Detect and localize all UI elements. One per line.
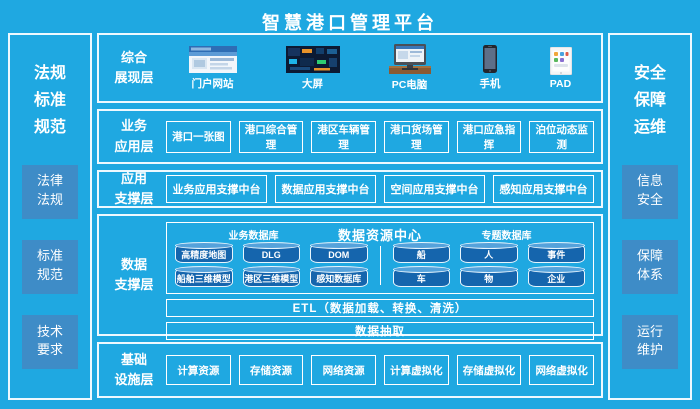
device-tablet: PAD bbox=[549, 46, 572, 90]
database-cylinder-dlg: DLG bbox=[242, 242, 300, 263]
layer-data-label: 数据 支撑层 bbox=[114, 256, 154, 292]
database-cylinder-sensing-db: 感知数据库 bbox=[310, 266, 368, 287]
database-cylinder-ship: 船 bbox=[392, 242, 450, 263]
left-panel-items: 法律 法规 标准 规范 技术 要求 bbox=[10, 141, 90, 398]
database-cylinder-event: 事件 bbox=[527, 242, 585, 263]
database-group-divider bbox=[379, 246, 381, 285]
application-item-business-platform: 业务应用支撑中台 bbox=[166, 175, 267, 203]
cylinder-label: 物 bbox=[484, 274, 494, 284]
topic-database-group: 船 人 事件 车 物 企业 bbox=[392, 242, 585, 287]
device-smartphone: 手机 bbox=[480, 45, 501, 91]
layer-presentation: 综合 展现层 bbox=[97, 33, 603, 103]
database-cylinder-dom: DOM bbox=[310, 242, 368, 263]
pc-computer-image bbox=[388, 44, 431, 74]
left-panel-item-laws: 法律 法规 bbox=[22, 165, 78, 220]
layer-application-support: 应用 支撑层 业务应用支撑中台 数据应用支撑中台 空间应用支撑中台 感知应用支撑… bbox=[97, 170, 603, 208]
right-panel-security-ops: 安全 保障 运维 信息 安全 保障 体系 运行 维护 bbox=[608, 33, 692, 400]
tablet-image bbox=[549, 46, 572, 75]
right-panel-item-operation-maintenance: 运行 维护 bbox=[622, 315, 678, 370]
cylinder-label: DLG bbox=[261, 250, 281, 260]
database-cylinder-port-3d-model: 港区三维模型 bbox=[242, 266, 300, 287]
left-panel-item-standards: 标准 规范 bbox=[22, 240, 78, 295]
cylinder-label: 人 bbox=[484, 250, 494, 260]
device-portal-website: 门户网站 bbox=[188, 45, 237, 91]
cylinder-label: DOM bbox=[328, 250, 350, 260]
left-panel-regulations: 法规 标准 规范 法律 法规 标准 规范 技术 要求 bbox=[8, 33, 92, 400]
layer-infrastructure: 基础 设施层 计算资源 存储资源 网络资源 计算虚拟化 存储虚拟化 网络虚拟化 bbox=[97, 342, 603, 398]
application-item-sensing-platform: 感知应用支撑中台 bbox=[493, 175, 594, 203]
layer-presentation-label: 综合 展现层 bbox=[114, 49, 154, 85]
device-pc-computer-label: PC电脑 bbox=[391, 79, 428, 91]
application-item-data-platform: 数据应用支撑中台 bbox=[275, 175, 376, 203]
application-item-spatial-platform: 空间应用支撑中台 bbox=[384, 175, 485, 203]
cylinder-label: 船舶三维模型 bbox=[176, 274, 231, 284]
device-big-screen: 大屏 bbox=[285, 45, 340, 91]
database-grid: 高精度地图 DLG DOM 船舶三维模型 港区三维模型 感知数据库 船 人 bbox=[175, 242, 585, 287]
database-cylinder-enterprise: 企业 bbox=[527, 266, 585, 287]
device-portal-website-label: 门户网站 bbox=[191, 77, 234, 90]
diagram-body: 法规 标准 规范 法律 法规 标准 规范 技术 要求 综合 展现层 bbox=[8, 33, 692, 400]
infrastructure-items: 计算资源 存储资源 网络资源 计算虚拟化 存储虚拟化 网络虚拟化 bbox=[162, 355, 595, 385]
device-big-screen-label: 大屏 bbox=[302, 77, 323, 90]
business-item-port-map: 港口一张图 bbox=[166, 120, 231, 153]
cylinder-label: 企业 bbox=[547, 274, 566, 284]
device-pc-computer: PC电脑 bbox=[388, 44, 431, 92]
right-panel-item-support-system: 保障 体系 bbox=[622, 240, 678, 295]
infrastructure-item-storage-virtualization: 存储虚拟化 bbox=[456, 355, 522, 385]
left-panel-title: 法规 标准 规范 bbox=[33, 63, 66, 137]
business-db-title: 业务数据库 bbox=[228, 231, 279, 242]
cylinder-label: 船 bbox=[416, 250, 426, 260]
infrastructure-item-network-virtualization: 网络虚拟化 bbox=[529, 355, 595, 385]
database-group-titles: 业务数据库 数据资源中心 专题数据库 bbox=[175, 225, 585, 244]
big-screen-image bbox=[285, 45, 340, 73]
infrastructure-item-compute: 计算资源 bbox=[166, 355, 231, 385]
business-items: 港口一张图 港口综合管理 港区车辆管理 港口货场管理 港口应急指挥 泊位动态监测 bbox=[162, 120, 595, 153]
device-tablet-label: PAD bbox=[549, 77, 572, 90]
data-extraction-bar: 数据抽取 bbox=[166, 322, 594, 340]
business-item-emergency-command: 港口应急指挥 bbox=[456, 120, 522, 153]
cylinder-label: 高精度地图 bbox=[181, 250, 227, 260]
cylinder-label: 感知数据库 bbox=[316, 274, 362, 284]
topic-db-title: 专题数据库 bbox=[481, 231, 532, 242]
layer-business-application: 业务 应用层 港口一张图 港口综合管理 港区车辆管理 港口货场管理 港口应急指挥… bbox=[97, 109, 603, 164]
etl-bar: ETL（数据加载、转换、清洗） bbox=[166, 299, 594, 317]
business-item-berth-monitoring: 泊位动态监测 bbox=[529, 120, 595, 153]
layer-infrastructure-label: 基础 设施层 bbox=[114, 351, 154, 387]
database-cylinder-goods: 物 bbox=[460, 266, 518, 287]
right-panel-item-information-security: 信息 安全 bbox=[622, 165, 678, 220]
cylinder-label: 事件 bbox=[547, 250, 566, 260]
data-layer-content: 业务数据库 数据资源中心 专题数据库 高精度地图 DLG DOM 船舶三维模型 … bbox=[162, 216, 594, 340]
device-row: 门户网站 bbox=[162, 44, 594, 92]
portal-website-image bbox=[188, 45, 237, 73]
layer-application-label: 应用 支撑层 bbox=[114, 170, 154, 206]
database-cylinder-person: 人 bbox=[460, 242, 518, 263]
database-cylinder-vehicle: 车 bbox=[392, 266, 450, 287]
business-item-port-management: 港口综合管理 bbox=[238, 120, 304, 153]
device-smartphone-label: 手机 bbox=[479, 78, 501, 90]
infrastructure-item-network: 网络资源 bbox=[311, 355, 377, 385]
application-items: 业务应用支撑中台 数据应用支撑中台 空间应用支撑中台 感知应用支撑中台 bbox=[162, 175, 594, 203]
cylinder-label: 车 bbox=[416, 274, 426, 284]
database-cylinder-high-precision-map: 高精度地图 bbox=[175, 242, 233, 263]
right-panel-title: 安全 保障 运维 bbox=[633, 63, 666, 137]
right-panel-items: 信息 安全 保障 体系 运行 维护 bbox=[610, 141, 690, 398]
infrastructure-item-storage: 存储资源 bbox=[238, 355, 304, 385]
business-database-group: 高精度地图 DLG DOM 船舶三维模型 港区三维模型 感知数据库 bbox=[175, 242, 368, 287]
layer-data-support: 数据 支撑层 业务数据库 数据资源中心 专题数据库 高精度地图 DLG bbox=[97, 214, 603, 340]
business-item-cargo-yard-management: 港口货场管理 bbox=[384, 120, 449, 153]
infrastructure-item-compute-virtualization: 计算虚拟化 bbox=[384, 355, 449, 385]
data-resource-center: 业务数据库 数据资源中心 专题数据库 高精度地图 DLG DOM 船舶三维模型 … bbox=[166, 222, 594, 294]
data-resource-center-title: 数据资源中心 bbox=[338, 229, 423, 244]
database-cylinder-ship-3d-model: 船舶三维模型 bbox=[175, 266, 233, 287]
page-title: 智慧港口管理平台 bbox=[262, 13, 438, 34]
left-panel-item-tech-requirements: 技术 要求 bbox=[22, 315, 78, 370]
smartphone-image bbox=[483, 45, 497, 73]
business-item-vehicle-management: 港区车辆管理 bbox=[311, 120, 377, 153]
cylinder-label: 港区三维模型 bbox=[244, 274, 299, 284]
layer-business-label: 业务 应用层 bbox=[114, 118, 154, 154]
layer-stack: 综合 展现层 bbox=[97, 33, 603, 400]
